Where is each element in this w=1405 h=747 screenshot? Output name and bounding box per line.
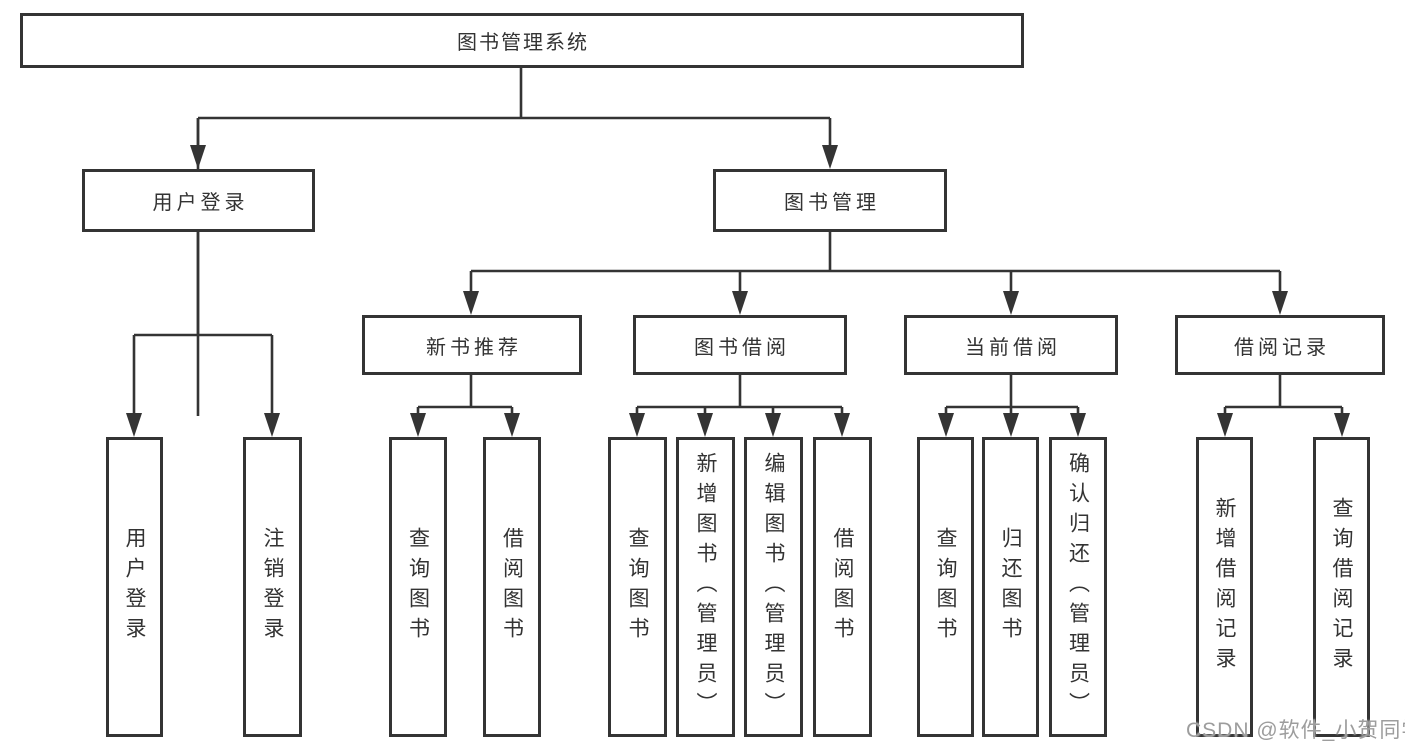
leaf-borrow-books-1: 借阅图书 [483,437,541,737]
leaf-logout: 注销登录 [243,437,302,737]
arrow-head [1217,413,1233,437]
arrow-head [732,291,748,315]
leaf-add-borrow-record: 新增借阅记录 [1196,437,1253,737]
arrow-head [264,413,280,437]
edge-userlogin-to-leaves [132,232,274,416]
node-library-system: 图书管理系统 [20,13,1024,68]
leaf-query-borrow-record-label: 查询借阅记录 [1330,497,1353,677]
edge-current-to-leaves [944,375,1080,416]
edge-borrow-to-leaves [635,375,844,416]
leaf-confirm-return-admin: 确认归还（管理员） [1049,437,1107,737]
leaf-user-login: 用户登录 [106,437,163,737]
edge-record-to-leaves [1223,375,1344,416]
node-current-borrowing: 当前借阅 [904,315,1118,375]
leaf-query-borrow-record: 查询借阅记录 [1313,437,1370,737]
arrow-head [1003,291,1019,315]
node-borrow-records: 借阅记录 [1175,315,1385,375]
leaf-borrow-books-2: 借阅图书 [813,437,872,737]
arrow-head [410,413,426,437]
node-current-borrowing-label: 当前借阅 [965,336,1061,359]
leaf-add-books-admin: 新增图书（管理员） [676,437,735,737]
arrow-head [629,413,645,437]
arrow-head [1272,291,1288,315]
arrow-head [1334,413,1350,437]
node-user-login-group: 用户登录 [82,169,315,232]
leaf-return-books-label: 归还图书 [999,527,1022,647]
node-book-management-label: 图书管理 [784,192,880,214]
node-book-management: 图书管理 [713,169,947,232]
leaf-user-login-label: 用户登录 [123,527,146,647]
leaf-edit-books-admin: 编辑图书（管理员） [744,437,803,737]
leaf-edit-books-admin-label: 编辑图书（管理员） [762,452,785,722]
arrow-head [190,145,206,169]
leaf-query-books-1: 查询图书 [389,437,447,737]
arrow-head [765,413,781,437]
arrow-head [834,413,850,437]
node-book-borrowing: 图书借阅 [633,315,847,375]
leaf-borrow-books-2-label: 借阅图书 [831,527,854,647]
leaf-confirm-return-admin-label: 确认归还（管理员） [1066,452,1090,722]
leaf-query-books-1-label: 查询图书 [406,527,430,647]
csdn-watermark: CSDN @软件_小贺同学 [1186,719,1405,742]
leaf-query-books-3: 查询图书 [917,437,974,737]
arrow-head [1070,413,1086,437]
edge-newbook-to-leaves [416,375,514,416]
node-user-login-group-label: 用户登录 [152,192,249,214]
arrow-head [126,413,142,437]
arrow-head [697,413,713,437]
edge-bookmgmt-to-level3 [469,232,1282,294]
node-book-borrowing-label: 图书借阅 [694,336,790,359]
node-library-system-label: 图书管理系统 [457,32,589,54]
arrow-head [938,413,954,437]
leaf-add-borrow-record-label: 新增借阅记录 [1213,497,1236,677]
leaf-query-books-2-label: 查询图书 [626,527,649,647]
arrow-head [463,291,479,315]
arrow-head [504,413,520,437]
leaf-add-books-admin-label: 新增图书（管理员） [694,452,717,722]
node-borrow-records-label: 借阅记录 [1234,336,1330,359]
edge-root-to-level2 [196,68,832,416]
node-new-book-recommend: 新书推荐 [362,315,582,375]
leaf-query-books-3-label: 查询图书 [934,527,957,647]
leaf-logout-label: 注销登录 [261,527,284,647]
leaf-query-books-2: 查询图书 [608,437,667,737]
arrow-head [822,145,838,169]
leaf-return-books: 归还图书 [982,437,1039,737]
node-new-book-recommend-label: 新书推荐 [426,336,522,359]
leaf-borrow-books-1-label: 借阅图书 [500,527,524,647]
arrow-head [1003,413,1019,437]
